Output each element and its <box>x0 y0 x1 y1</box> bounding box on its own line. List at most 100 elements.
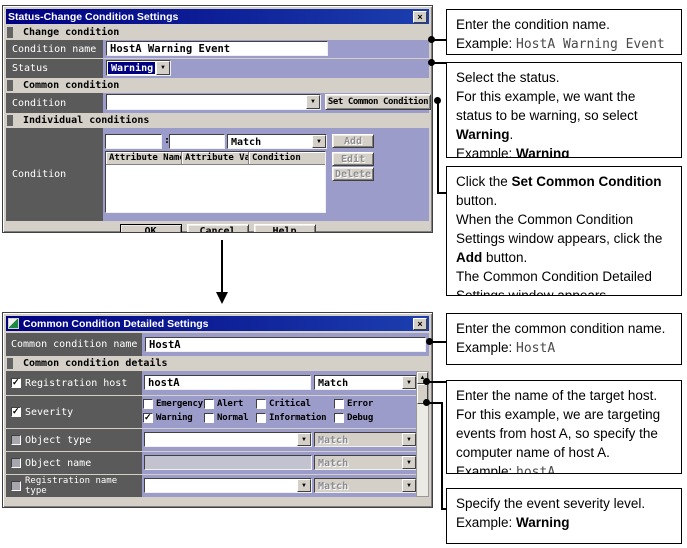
chevron-down-icon[interactable]: ▼ <box>306 95 320 109</box>
object-type-dropdown[interactable]: ▼ <box>144 432 312 447</box>
status-label: Status <box>6 59 103 78</box>
callout-bold-text: Warning <box>456 127 510 142</box>
normal-checkbox[interactable] <box>204 413 214 423</box>
registration-host-checkbox[interactable] <box>11 377 21 388</box>
registration-name-type-dropdown[interactable]: ▼ <box>144 478 312 493</box>
severity-options-row: Emergency Alert Critical Error <box>143 399 373 409</box>
section-marker <box>7 358 13 369</box>
callout-example-value: hostA <box>516 465 556 474</box>
match-dropdown[interactable]: Match ▼ <box>227 134 327 149</box>
chevron-down-icon[interactable]: ▼ <box>297 479 311 492</box>
severity-option: Emergency <box>143 399 204 409</box>
ok-button[interactable]: OK <box>119 224 182 232</box>
section-change-condition: Change condition <box>6 26 429 39</box>
registration-host-match-dropdown[interactable]: Match ▼ <box>314 375 417 390</box>
callout-severity: Specify the event severity level. Exampl… <box>446 488 682 544</box>
severity-option: Normal <box>204 413 256 423</box>
object-name-field-area: Match ▼ <box>142 452 417 474</box>
severity-row: Severity Emergency Alert Critical <box>6 396 416 428</box>
condition-name-field-area: HostA Warning Event <box>103 40 429 58</box>
set-common-condition-button[interactable]: Set Common Condition <box>325 94 431 110</box>
close-icon[interactable]: × <box>413 10 427 23</box>
alert-checkbox[interactable] <box>204 399 214 409</box>
attribute-value-input[interactable] <box>169 134 225 149</box>
callout-text: Enter the condition name. <box>456 17 610 32</box>
callout-text: . <box>509 127 514 142</box>
registration-name-type-checkbox[interactable] <box>11 481 21 491</box>
status-dropdown-value: Warning <box>108 62 155 74</box>
add-button: Add <box>332 134 374 148</box>
common-condition-name-input[interactable]: HostA <box>145 337 426 352</box>
individual-condition-row: Condition : Match ▼ Add Edit Delete Attr… <box>6 128 429 221</box>
object-type-label-cell: Object type <box>6 429 142 451</box>
error-checkbox[interactable] <box>334 399 344 409</box>
checkbox-label: Emergency <box>156 399 203 409</box>
severity-option: Critical <box>256 399 334 409</box>
colon-separator: : <box>164 135 171 146</box>
registration-host-field-area: hostA Match ▼ <box>142 371 417 395</box>
severity-options-row: Warning Normal Information Debug <box>143 412 373 423</box>
registration-name-type-label: Registration name type <box>25 476 118 496</box>
match-dropdown-value: Match <box>318 458 349 469</box>
close-icon[interactable]: × <box>413 317 427 330</box>
chevron-down-icon[interactable]: ▼ <box>297 433 311 446</box>
callout-status: Select the status. For this example, we … <box>446 62 682 158</box>
severity-checkbox[interactable] <box>11 406 21 417</box>
checkbox-label: Critical <box>269 399 311 409</box>
callout-bold-text: Set Common Condition <box>511 174 662 189</box>
callout-text: For this example, we want the status to … <box>456 89 638 123</box>
critical-checkbox[interactable] <box>256 399 266 409</box>
chevron-down-icon: ▼ <box>402 479 416 492</box>
registration-host-input[interactable]: hostA <box>144 375 311 390</box>
callout-text: Example: <box>456 515 517 530</box>
column-header: Attribute Value <box>182 152 249 165</box>
chevron-down-icon[interactable]: ▼ <box>156 61 170 75</box>
callout-text: For this example, we are targeting event… <box>456 407 661 460</box>
common-condition-detailed-settings-window: Common Condition Detailed Settings × Com… <box>2 312 433 508</box>
connector-line <box>427 381 446 383</box>
condition-name-label: Condition name <box>6 40 103 58</box>
status-change-condition-settings-window: Status-Change Condition Settings × Chang… <box>2 5 433 233</box>
title-bar: Common Condition Detailed Settings × <box>6 316 429 331</box>
callout-bold-text: Add <box>456 250 483 265</box>
common-condition-name-field-area: HostA <box>142 333 429 356</box>
help-button[interactable]: Help <box>253 224 316 232</box>
chevron-down-icon[interactable]: ▼ <box>312 135 326 148</box>
callout-text: The Common Condition Detailed Settings w… <box>456 269 652 296</box>
object-type-row: Object type ▼ Match ▼ <box>6 429 417 451</box>
debug-checkbox[interactable] <box>334 413 344 423</box>
emergency-checkbox[interactable] <box>143 399 153 409</box>
individual-condition-field-area: : Match ▼ Add Edit Delete Attribute Name… <box>103 128 429 221</box>
vertical-scrollbar[interactable]: ▲ <box>416 371 429 497</box>
connector-line <box>437 192 446 194</box>
object-type-label: Object type <box>25 434 92 446</box>
callout-text: Example: <box>456 464 517 474</box>
edit-button: Edit <box>332 152 374 166</box>
connector-dot <box>423 378 430 385</box>
attribute-table[interactable]: Attribute Name Attribute Value Condition <box>105 151 326 213</box>
object-type-checkbox[interactable] <box>11 435 21 445</box>
chevron-down-icon[interactable]: ▼ <box>402 376 416 389</box>
object-name-checkbox[interactable] <box>11 458 21 468</box>
scrollbar-thumb[interactable] <box>417 384 428 404</box>
common-condition-dropdown[interactable]: ▼ <box>106 94 321 110</box>
information-checkbox[interactable] <box>256 413 266 423</box>
warning-checkbox[interactable] <box>143 412 153 423</box>
status-dropdown[interactable]: Warning ▼ <box>106 60 171 76</box>
registration-name-type-label-cell: Registration name type <box>6 475 142 497</box>
match-dropdown-value: Match <box>231 137 262 148</box>
cancel-button[interactable]: Cancel <box>186 224 249 232</box>
object-name-match-dropdown: Match ▼ <box>314 455 417 470</box>
callout-target-host: Enter the name of the target host. For t… <box>446 380 682 474</box>
callout-common-condition-name: Enter the common condition name. Example… <box>446 313 682 365</box>
connector-dot <box>428 36 435 43</box>
section-marker <box>7 27 13 38</box>
attribute-name-input[interactable] <box>105 134 162 149</box>
callout-text: Enter the common condition name. <box>456 321 666 336</box>
common-condition-name-row: Common condition name HostA <box>6 333 429 356</box>
registration-host-label-cell: Registration host <box>6 371 142 395</box>
condition-name-input[interactable]: HostA Warning Event <box>106 41 328 56</box>
callout-example-value: Warning <box>516 146 570 158</box>
severity-option: Information <box>256 413 334 423</box>
